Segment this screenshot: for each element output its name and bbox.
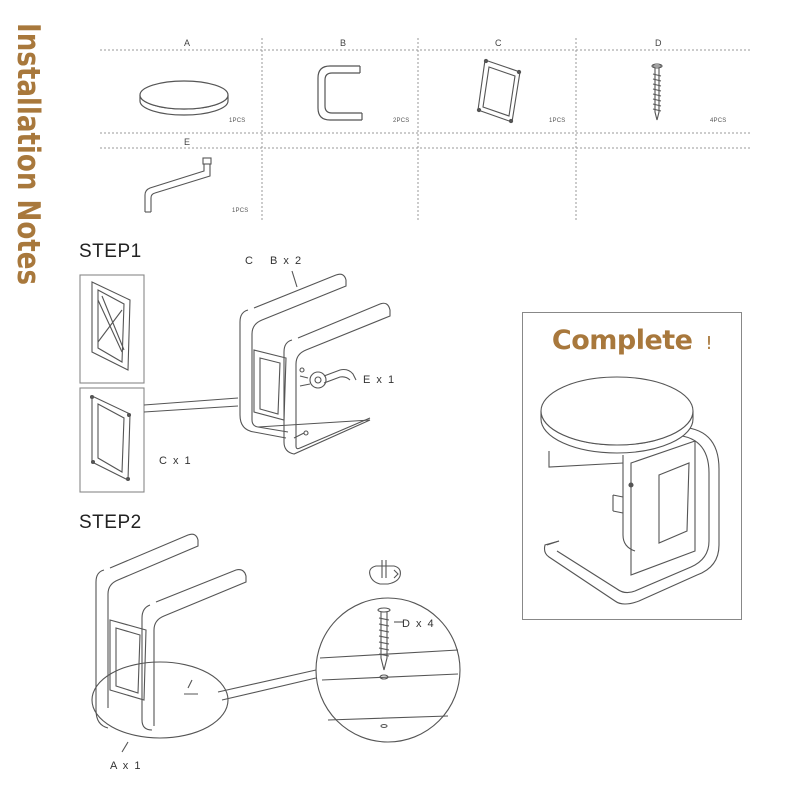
side-panel-icon: [476, 58, 522, 124]
part-qty-d: 4PCS: [710, 118, 727, 124]
part-letter-e: E: [184, 137, 191, 147]
step2-illustration: [91, 533, 461, 753]
parts-grid: [100, 38, 750, 220]
complete-panel: Complete !: [522, 312, 742, 620]
step1-label-e: E x 1: [363, 374, 396, 386]
round-seat-top-icon: [139, 80, 229, 116]
step1-label-b: B x 2: [270, 255, 303, 267]
part-qty-c: 1PCS: [549, 118, 566, 124]
part-letter-b: B: [340, 38, 347, 48]
parts-table: A B C D E 1PCS 2PCS 1PCS 4PCS 1PCS: [100, 30, 750, 222]
part-qty-e: 1PCS: [232, 208, 249, 214]
screw-icon: [651, 63, 663, 121]
step1-title: STEP1: [79, 241, 142, 262]
part-letter-a: A: [184, 38, 191, 48]
part-letter-d: D: [655, 38, 662, 48]
complete-mark: !: [705, 333, 713, 354]
step2-label-a: A x 1: [110, 760, 142, 772]
u-frame-leg-icon: [317, 65, 363, 121]
part-letter-c: C: [495, 38, 502, 48]
part-qty-a: 1PCS: [229, 118, 246, 124]
page-title-text: Installation Notes: [10, 23, 46, 285]
complete-title: Complete !: [523, 325, 741, 356]
step2-label-d: D x 4: [402, 618, 436, 630]
complete-title-text: Complete: [551, 325, 693, 356]
step1-illustration: [79, 270, 391, 493]
assembled-stool-illustration: [540, 376, 720, 605]
step1-label-c: C: [245, 255, 255, 267]
step1-label-cx: C x 1: [159, 455, 193, 467]
part-qty-b: 2PCS: [393, 118, 410, 124]
page-title: Installation Notes: [6, 18, 50, 288]
allen-wrench-icon: [144, 157, 212, 213]
step2-title: STEP2: [79, 512, 142, 533]
